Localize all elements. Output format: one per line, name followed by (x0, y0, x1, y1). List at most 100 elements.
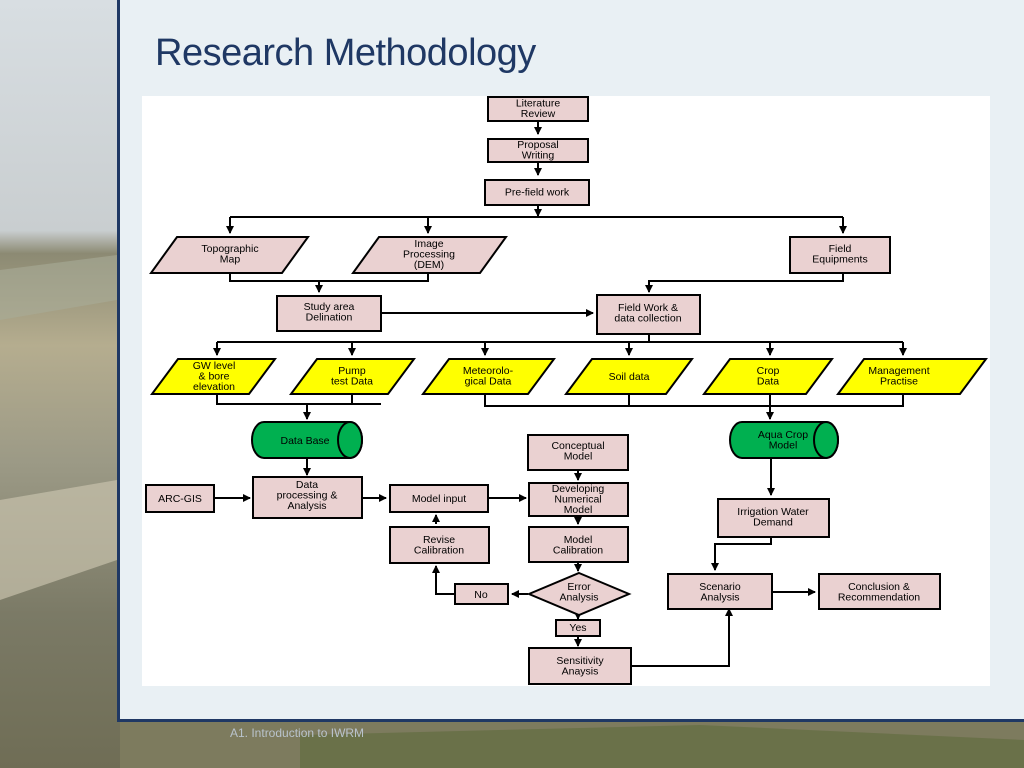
label-data-base: Data Base (280, 435, 329, 447)
node-model-calibration (528, 526, 629, 563)
label-no: No (474, 589, 488, 601)
label-line: Aqua Crop (758, 429, 808, 441)
label-line: data collection (614, 313, 681, 325)
label-line: Soil data (609, 371, 650, 383)
label-line: Model (564, 451, 593, 463)
label-line: Study area (304, 301, 355, 313)
label-line: Demand (753, 517, 793, 529)
label-model-input: Model input (412, 493, 466, 505)
label-line: Model (564, 504, 593, 516)
node-irrigation-demand (717, 498, 830, 538)
label-line: Analysis (559, 592, 598, 604)
node-image-processing (351, 236, 508, 274)
label-line: ARC-GIS (158, 493, 202, 505)
node-conclusion (818, 573, 941, 610)
label-conclusion: Conclusion &Recommendation (838, 581, 920, 604)
label-line: Topographic (201, 243, 258, 255)
node-soil-data (564, 358, 694, 395)
label-line: Literature (516, 98, 561, 110)
label-line: Field Work & (618, 302, 678, 314)
label-meteorological: Meteorolo-gical Data (463, 365, 514, 388)
node-conceptual-model (527, 434, 629, 471)
label-line: Delination (306, 312, 353, 324)
node-scenario-analysis (667, 573, 773, 610)
label-line: Model (564, 534, 593, 546)
label-line: Map (220, 254, 241, 266)
label-line: Crop (757, 365, 780, 377)
label-line: test Data (331, 376, 373, 388)
label-line: Revise (423, 534, 455, 546)
label-line: Conceptual (551, 440, 604, 452)
label-line: Image (414, 238, 443, 250)
node-pump-test (289, 358, 416, 395)
slide-footer: A1. Introduction to IWRM (230, 726, 365, 740)
label-line: & bore (199, 371, 230, 383)
node-error-analysis (526, 571, 632, 617)
node-meteorological (421, 358, 556, 395)
node-sensitivity (528, 647, 632, 685)
label-line: Recommendation (838, 592, 920, 604)
label-line: elevation (193, 381, 235, 393)
slide-title: Research Methodology (155, 32, 536, 74)
label-line: Pre-field work (505, 187, 570, 199)
label-line: GW level (193, 360, 236, 372)
label-line: Field (829, 243, 852, 255)
label-line: Practise (880, 376, 918, 388)
node-data-processing (252, 476, 363, 519)
label-line: Numerical (554, 494, 601, 506)
label-pre-field-work: Pre-field work (505, 187, 570, 199)
label-line: Pump (338, 365, 366, 377)
label-line: Calibration (414, 545, 464, 557)
label-line: Error (567, 581, 591, 593)
label-field-work: Field Work &data collection (614, 302, 681, 325)
label-line: Analysis (287, 500, 326, 512)
node-model-input (389, 484, 489, 513)
label-arc-gis: ARC-GIS (158, 493, 202, 505)
label-line: Review (521, 108, 556, 120)
label-line: Management (868, 365, 929, 377)
node-proposal-writing (487, 138, 589, 163)
label-line: Anaysis (562, 666, 599, 678)
label-line: Writing (522, 150, 555, 162)
label-line: Calibration (553, 545, 603, 557)
label-line: (DEM) (414, 259, 444, 271)
node-revise-calibration (389, 526, 490, 564)
label-line: Irrigation Water (737, 506, 809, 518)
label-line: Conclusion & (848, 581, 910, 593)
label-line: Scenario (699, 581, 741, 593)
label-line: Equipments (812, 254, 867, 266)
label-line: Sensitivity (556, 655, 604, 667)
label-line: Data Base (280, 435, 329, 447)
node-developing-numerical (528, 482, 629, 517)
node-management (836, 358, 988, 395)
label-line: Data (296, 479, 318, 491)
label-line: Meteorolo- (463, 365, 514, 377)
label-line: Data (757, 376, 779, 388)
node-study-area (276, 295, 382, 332)
label-line: processing & (277, 490, 338, 502)
label-yes: Yes (569, 622, 586, 634)
node-arc-gis (145, 484, 215, 513)
label-line: No (474, 589, 488, 601)
node-gw-level (150, 358, 277, 395)
node-no (454, 583, 509, 605)
label-line: Developing (552, 483, 605, 495)
label-line: Processing (403, 249, 455, 261)
